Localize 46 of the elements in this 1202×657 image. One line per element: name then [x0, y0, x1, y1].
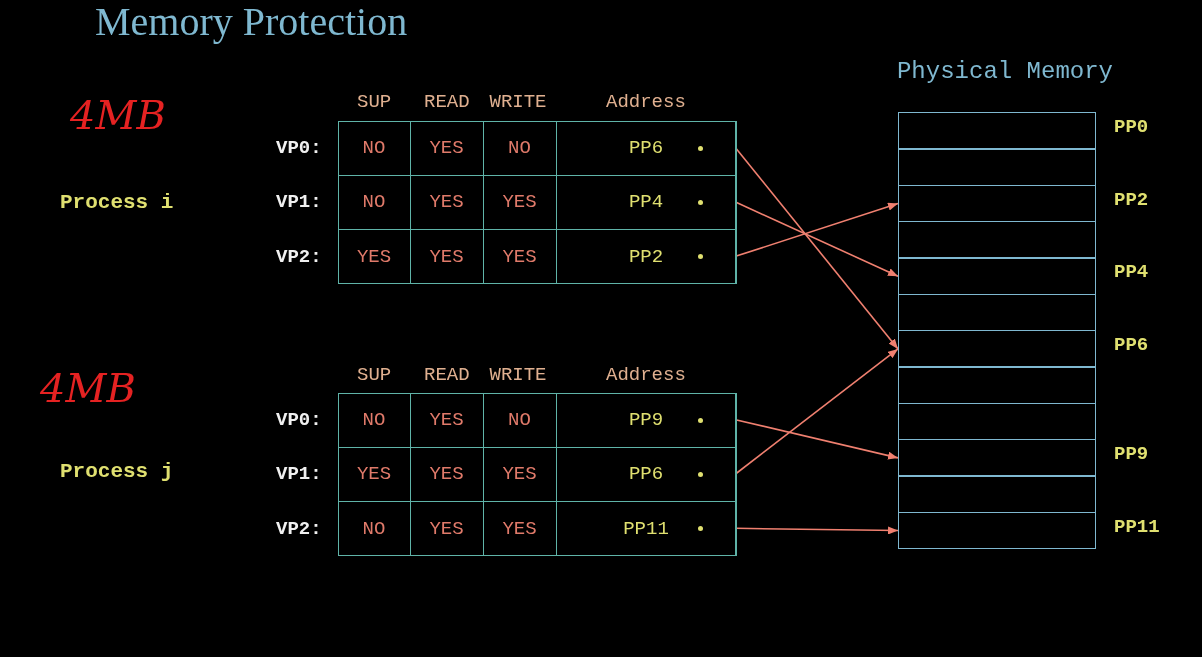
arrow [734, 146, 899, 350]
memory-frame [898, 511, 1096, 550]
row-label: VP1: [276, 465, 322, 485]
memory-frame [898, 438, 1096, 477]
memory-frame [898, 475, 1096, 514]
column-header: Address [606, 366, 686, 385]
frame-number-label: PP9 [1114, 444, 1149, 464]
column-header: SUP [357, 366, 392, 385]
column-header: READ [424, 93, 470, 112]
memory-frame [898, 221, 1096, 259]
column-header: SUP [357, 93, 392, 112]
memory-frame [898, 402, 1096, 441]
column-header: WRITE [489, 93, 547, 112]
process-label: Process i [60, 191, 174, 214]
page-table [338, 121, 736, 284]
arrow [734, 202, 899, 258]
row-label: VP2: [276, 247, 322, 267]
arrow [734, 201, 899, 278]
memory-frame [898, 148, 1096, 187]
handwritten-note: 4MB [40, 368, 136, 408]
memory-frame [898, 366, 1096, 405]
memory-frame [898, 112, 1096, 150]
row-label: VP2: [276, 519, 322, 539]
memory-frame [898, 293, 1096, 332]
arrow [734, 418, 899, 460]
frame-number-label: PP11 [1114, 517, 1160, 537]
memory-frame [898, 184, 1096, 223]
memory-frame [898, 329, 1096, 368]
memory-frame [898, 257, 1096, 296]
frame-number-label: PP4 [1114, 263, 1149, 283]
page-table [338, 393, 736, 556]
row-label: VP0: [276, 411, 322, 431]
frame-number-label: PP2 [1114, 190, 1149, 210]
memory-heading: Physical Memory [895, 60, 1114, 84]
frame-number-label: PP0 [1114, 118, 1149, 137]
arrow [734, 348, 899, 475]
row-label: VP1: [276, 193, 322, 213]
column-header: WRITE [489, 366, 547, 385]
diagram-title: Memory Protection [95, 2, 408, 42]
arrow [734, 526, 899, 535]
column-header: Address [606, 93, 686, 112]
row-label: VP0: [276, 139, 322, 159]
frame-number-label: PP6 [1114, 335, 1149, 355]
process-label: Process j [60, 460, 174, 483]
column-header: READ [424, 366, 470, 385]
handwritten-note: 4MB [70, 95, 166, 135]
